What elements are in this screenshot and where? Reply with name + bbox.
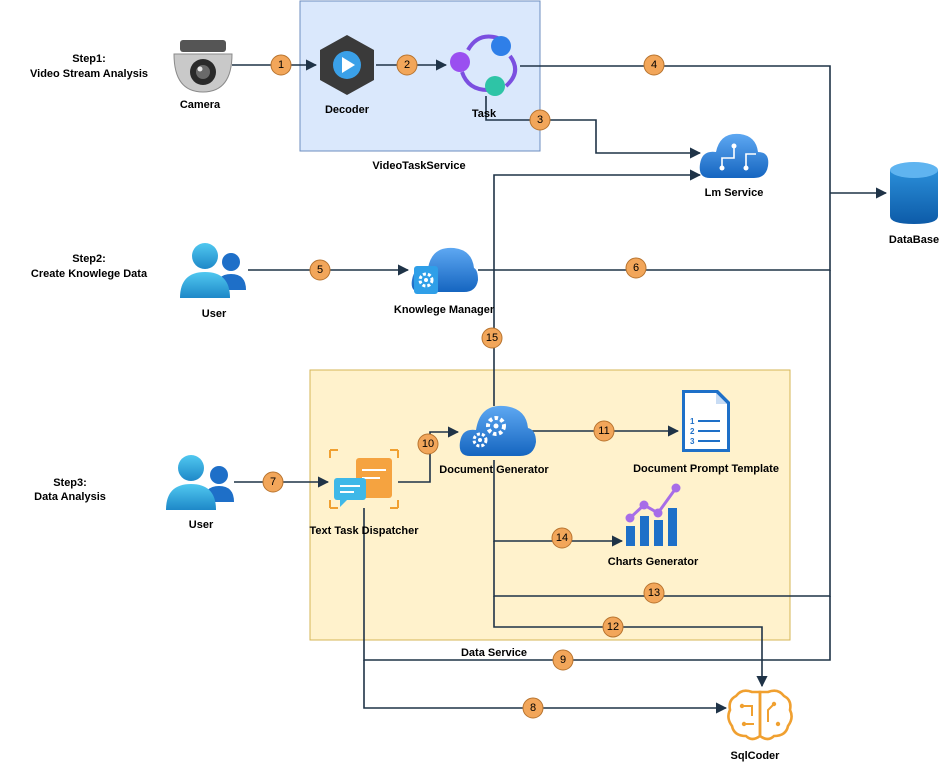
step2-subtitle: Create Knowlege Data bbox=[31, 268, 148, 280]
edge-3 bbox=[485, 96, 702, 159]
edge-badge-11: 11 bbox=[593, 420, 615, 442]
edge-badge-8: 8 bbox=[522, 697, 544, 719]
step1-title: Step1: bbox=[72, 53, 106, 65]
doc-list-mark-1: 1 bbox=[690, 417, 695, 426]
svg-text:14: 14 bbox=[556, 532, 568, 544]
step3-title: Step3: bbox=[53, 477, 87, 489]
svg-text:4: 4 bbox=[651, 59, 657, 71]
camera-label: Camera bbox=[180, 99, 221, 111]
svg-text:2: 2 bbox=[404, 59, 410, 71]
svg-text:7: 7 bbox=[270, 476, 276, 488]
svg-text:11: 11 bbox=[598, 425, 609, 437]
svg-text:3: 3 bbox=[537, 114, 543, 126]
charts-generator-label: Charts Generator bbox=[608, 556, 699, 568]
document-prompt-template-node[interactable]: 1 2 3 Document Prompt Template bbox=[633, 390, 779, 475]
cloud-gears-icon bbox=[459, 405, 536, 456]
svg-text:1: 1 bbox=[278, 59, 284, 71]
decoder-label: Decoder bbox=[325, 104, 370, 116]
user-step2-label: User bbox=[202, 308, 227, 320]
edge-badge-9: 9 bbox=[552, 649, 574, 671]
svg-text:8: 8 bbox=[530, 702, 536, 714]
edge-badge-1: 1 bbox=[270, 54, 292, 76]
step3-label: Step3: Data Analysis bbox=[34, 477, 106, 503]
edge-badge-13: 13 bbox=[643, 582, 665, 604]
step3-subtitle: Data Analysis bbox=[34, 491, 106, 503]
connectors bbox=[232, 59, 888, 714]
database-label: DataBase bbox=[889, 234, 939, 246]
svg-text:13: 13 bbox=[648, 587, 660, 599]
doc-list-mark-2: 2 bbox=[690, 427, 695, 436]
edge-badge-3: 3 bbox=[529, 109, 551, 131]
svg-text:10: 10 bbox=[422, 438, 434, 450]
lm-service-label: Lm Service bbox=[705, 187, 764, 199]
edge-badge-14: 14 bbox=[551, 527, 573, 549]
video-task-service-label: VideoTaskService bbox=[372, 160, 465, 172]
user-step2-node[interactable]: User bbox=[180, 243, 246, 320]
database-node[interactable]: DataBase bbox=[889, 162, 939, 246]
edge-12 bbox=[493, 596, 768, 688]
sql-database-icon bbox=[890, 162, 938, 224]
edge-badge-6: 6 bbox=[625, 257, 647, 279]
edge-badges: 1 2 3 4 5 6 7 8 9 10 11 12 13 14 15 bbox=[262, 54, 665, 719]
edge-9 bbox=[363, 508, 831, 661]
svg-text:12: 12 bbox=[607, 621, 619, 633]
knowledge-manager-label: Knowlege Manager bbox=[394, 304, 495, 316]
edge-badge-15: 15 bbox=[481, 327, 503, 349]
charts-generator-node[interactable]: Charts Generator bbox=[608, 483, 699, 569]
numbered-document-icon: 1 2 3 bbox=[682, 390, 730, 452]
bar-chart-icon bbox=[625, 483, 681, 546]
step2-label: Step2: Create Knowlege Data bbox=[31, 253, 148, 280]
svg-text:15: 15 bbox=[486, 332, 498, 344]
users-icon bbox=[180, 243, 246, 298]
document-prompt-template-label: Document Prompt Template bbox=[633, 463, 779, 475]
users-icon bbox=[166, 455, 234, 510]
edge-6 bbox=[478, 193, 831, 271]
edge-badge-5: 5 bbox=[309, 259, 331, 281]
play-icon bbox=[320, 35, 374, 95]
camera-node[interactable]: Camera bbox=[173, 40, 233, 111]
chat-dispatch-icon bbox=[329, 449, 399, 509]
svg-text:6: 6 bbox=[633, 262, 639, 274]
data-service-label: Data Service bbox=[461, 647, 527, 659]
step1-subtitle: Video Stream Analysis bbox=[30, 68, 148, 80]
workflow-icon bbox=[450, 34, 518, 96]
camera-icon bbox=[173, 40, 233, 93]
user-step3-node[interactable]: User bbox=[166, 455, 234, 531]
decoder-node[interactable]: Decoder bbox=[320, 35, 374, 116]
cloud-gear-icon bbox=[411, 247, 478, 294]
edge-badge-4: 4 bbox=[643, 54, 665, 76]
text-task-dispatcher-label: Text Task Dispatcher bbox=[309, 525, 419, 537]
doc-list-mark-3: 3 bbox=[690, 437, 695, 446]
ai-brain-icon bbox=[727, 689, 793, 741]
edge-badge-12: 12 bbox=[602, 616, 624, 638]
user-step3-label: User bbox=[189, 519, 214, 531]
document-generator-node[interactable]: Document Generator bbox=[439, 405, 549, 476]
lm-service-node[interactable]: Lm Service bbox=[699, 133, 769, 199]
document-generator-label: Document Generator bbox=[439, 464, 549, 476]
svg-text:5: 5 bbox=[317, 264, 323, 276]
edge-badge-10: 10 bbox=[417, 433, 439, 455]
svg-text:9: 9 bbox=[560, 654, 566, 666]
edge-badge-2: 2 bbox=[396, 54, 418, 76]
edge-10 bbox=[398, 426, 460, 483]
edge-badge-7: 7 bbox=[262, 471, 284, 493]
text-task-dispatcher-node[interactable]: Text Task Dispatcher bbox=[309, 449, 419, 537]
sqlcoder-node[interactable]: SqlCoder bbox=[727, 689, 793, 762]
edge-8 bbox=[363, 660, 728, 714]
task-node[interactable]: Task bbox=[450, 34, 518, 120]
cloud-circuit-icon bbox=[699, 133, 769, 178]
knowledge-manager-node[interactable]: Knowlege Manager bbox=[394, 247, 495, 316]
step1-label: Step1: Video Stream Analysis bbox=[30, 53, 148, 80]
edge-4 bbox=[520, 65, 831, 193]
step2-title: Step2: bbox=[72, 253, 106, 265]
sqlcoder-label: SqlCoder bbox=[731, 750, 781, 762]
task-label: Task bbox=[472, 108, 497, 120]
